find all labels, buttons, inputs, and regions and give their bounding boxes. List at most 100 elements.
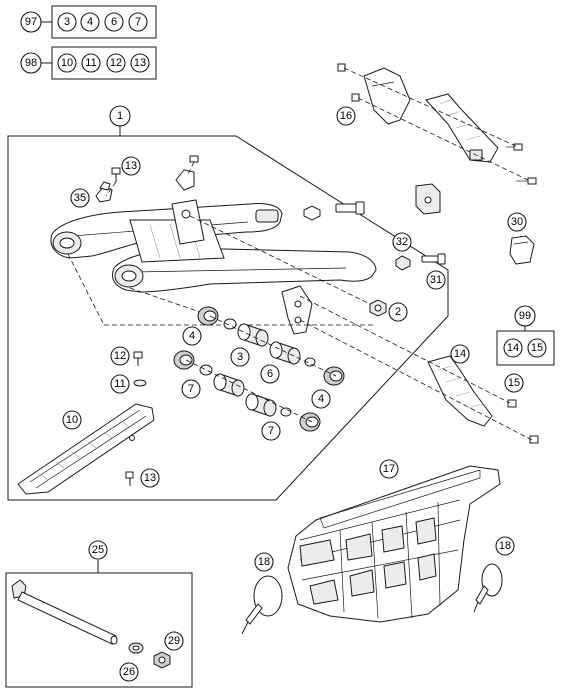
callout-7-left[interactable]: 7 [181, 379, 201, 399]
svg-text:97: 97 [25, 16, 37, 28]
chain-slider-10[interactable] [17, 403, 155, 495]
callout-6[interactable]: 6 [260, 364, 280, 384]
callout-26[interactable]: 26 [119, 662, 139, 682]
swingarm[interactable] [50, 199, 377, 335]
spacer-ring-lower[interactable] [280, 407, 292, 417]
svg-text:12: 12 [110, 57, 122, 69]
svg-text:3: 3 [64, 16, 70, 28]
svg-text:11: 11 [85, 57, 96, 69]
callout-kit99-member-1[interactable]: 14 [503, 338, 523, 358]
svg-text:7: 7 [268, 425, 274, 437]
callout-11[interactable]: 11 [110, 374, 130, 394]
kit-98-legend: 98 10 11 12 13 [20, 46, 157, 80]
callout-kit97-member-3[interactable]: 6 [104, 12, 124, 32]
callout-kit97-member-2[interactable]: 4 [80, 12, 100, 32]
callout-4-right[interactable]: 4 [311, 389, 331, 409]
callout-29[interactable]: 29 [164, 631, 184, 651]
svg-text:14: 14 [507, 342, 519, 354]
cable-clamp-right[interactable] [175, 155, 199, 191]
callout-3[interactable]: 3 [230, 347, 250, 367]
small-screw-13-top[interactable] [111, 167, 121, 182]
nut-32[interactable] [395, 255, 411, 271]
callout-18-right[interactable]: 18 [495, 536, 515, 556]
bearing-lower-right[interactable] [299, 412, 321, 432]
callout-kit97-member-1[interactable]: 3 [57, 12, 77, 32]
callout-98[interactable]: 98 [20, 52, 42, 74]
spacer-ring-6[interactable] [304, 357, 316, 367]
spacer-ring-7[interactable] [199, 364, 213, 376]
sleeve-6[interactable] [269, 341, 301, 365]
callout-13-bottom[interactable]: 13 [140, 468, 160, 488]
callout-14[interactable]: 14 [450, 344, 470, 364]
sleeve-lower-a[interactable] [213, 373, 245, 397]
chain-guide-bracket-upper[interactable] [363, 67, 499, 163]
callout-15[interactable]: 15 [504, 373, 524, 393]
callout-99[interactable]: 99 [514, 305, 536, 327]
kit-99-legend: 99 14 15 [496, 305, 555, 366]
callout-18-left[interactable]: 18 [254, 552, 274, 572]
nut-upper[interactable] [303, 205, 321, 221]
callout-2[interactable]: 2 [388, 302, 408, 322]
callout-17[interactable]: 17 [379, 459, 399, 479]
svg-text:7: 7 [135, 16, 141, 28]
screw-13-bottom[interactable] [125, 471, 134, 486]
svg-text:11: 11 [114, 378, 125, 390]
callout-4-upper[interactable]: 4 [182, 326, 202, 346]
screw-12[interactable] [133, 351, 143, 366]
cable-clamp-left[interactable] [95, 181, 113, 203]
bolt-31[interactable] [421, 253, 446, 265]
kit-97-legend: 97 3 4 6 7 [20, 5, 157, 39]
svg-text:6: 6 [267, 368, 273, 380]
svg-text:13: 13 [134, 57, 146, 69]
svg-text:4: 4 [87, 16, 93, 28]
kit-99-box [496, 330, 555, 366]
sleeve-lower-b[interactable] [245, 393, 277, 417]
bearing-4-upper[interactable] [197, 306, 219, 326]
callout-7-right[interactable]: 7 [261, 421, 281, 441]
svg-text:18: 18 [258, 556, 270, 568]
callout-13-top[interactable]: 13 [121, 156, 141, 176]
callout-kit99-member-2[interactable]: 15 [527, 338, 547, 358]
nut-29[interactable] [153, 651, 171, 669]
nut-2[interactable] [369, 299, 387, 317]
callout-97[interactable]: 97 [20, 11, 42, 33]
cable-tie-18-left[interactable] [241, 575, 283, 635]
screws-15[interactable] [507, 399, 539, 444]
bearing-4-left[interactable] [173, 350, 195, 370]
callout-30[interactable]: 30 [507, 212, 527, 232]
bearing-4-right[interactable] [323, 366, 345, 386]
svg-text:13: 13 [125, 160, 137, 172]
callout-32[interactable]: 32 [392, 232, 412, 252]
sleeve-3[interactable] [237, 323, 269, 347]
svg-text:25: 25 [92, 544, 104, 556]
washer-11[interactable] [133, 379, 147, 387]
svg-text:31: 31 [430, 274, 442, 286]
svg-text:99: 99 [519, 310, 531, 322]
chain-guard-17[interactable] [287, 465, 501, 623]
cable-tie-18-right[interactable] [473, 563, 503, 613]
callout-kit98-member-1[interactable]: 10 [57, 53, 77, 73]
callout-kit98-member-2[interactable]: 11 [81, 53, 101, 73]
svg-text:13: 13 [144, 472, 156, 484]
callout-10[interactable]: 10 [62, 410, 82, 430]
spacer-ring-upper[interactable] [223, 318, 237, 330]
callout-kit98-member-4[interactable]: 13 [130, 53, 150, 73]
screws-16[interactable] [337, 63, 537, 185]
callout-kit97-member-4[interactable]: 7 [128, 12, 148, 32]
svg-text:32: 32 [396, 236, 408, 248]
washer-26[interactable] [128, 642, 144, 654]
callout-35[interactable]: 35 [70, 188, 90, 208]
rubber-block-upper[interactable] [415, 183, 441, 215]
callout-16[interactable]: 16 [336, 106, 356, 126]
callout-25[interactable]: 25 [88, 540, 108, 560]
bolt-upper[interactable] [335, 201, 365, 215]
callout-kit98-member-3[interactable]: 12 [106, 53, 126, 73]
callout-31[interactable]: 31 [426, 270, 446, 290]
callout-12[interactable]: 12 [110, 346, 130, 366]
pivot-axle[interactable] [11, 579, 118, 645]
callout-1[interactable]: 1 [109, 105, 131, 127]
svg-text:12: 12 [114, 350, 126, 362]
rubber-block-30[interactable] [509, 235, 535, 265]
svg-text:30: 30 [511, 216, 523, 228]
